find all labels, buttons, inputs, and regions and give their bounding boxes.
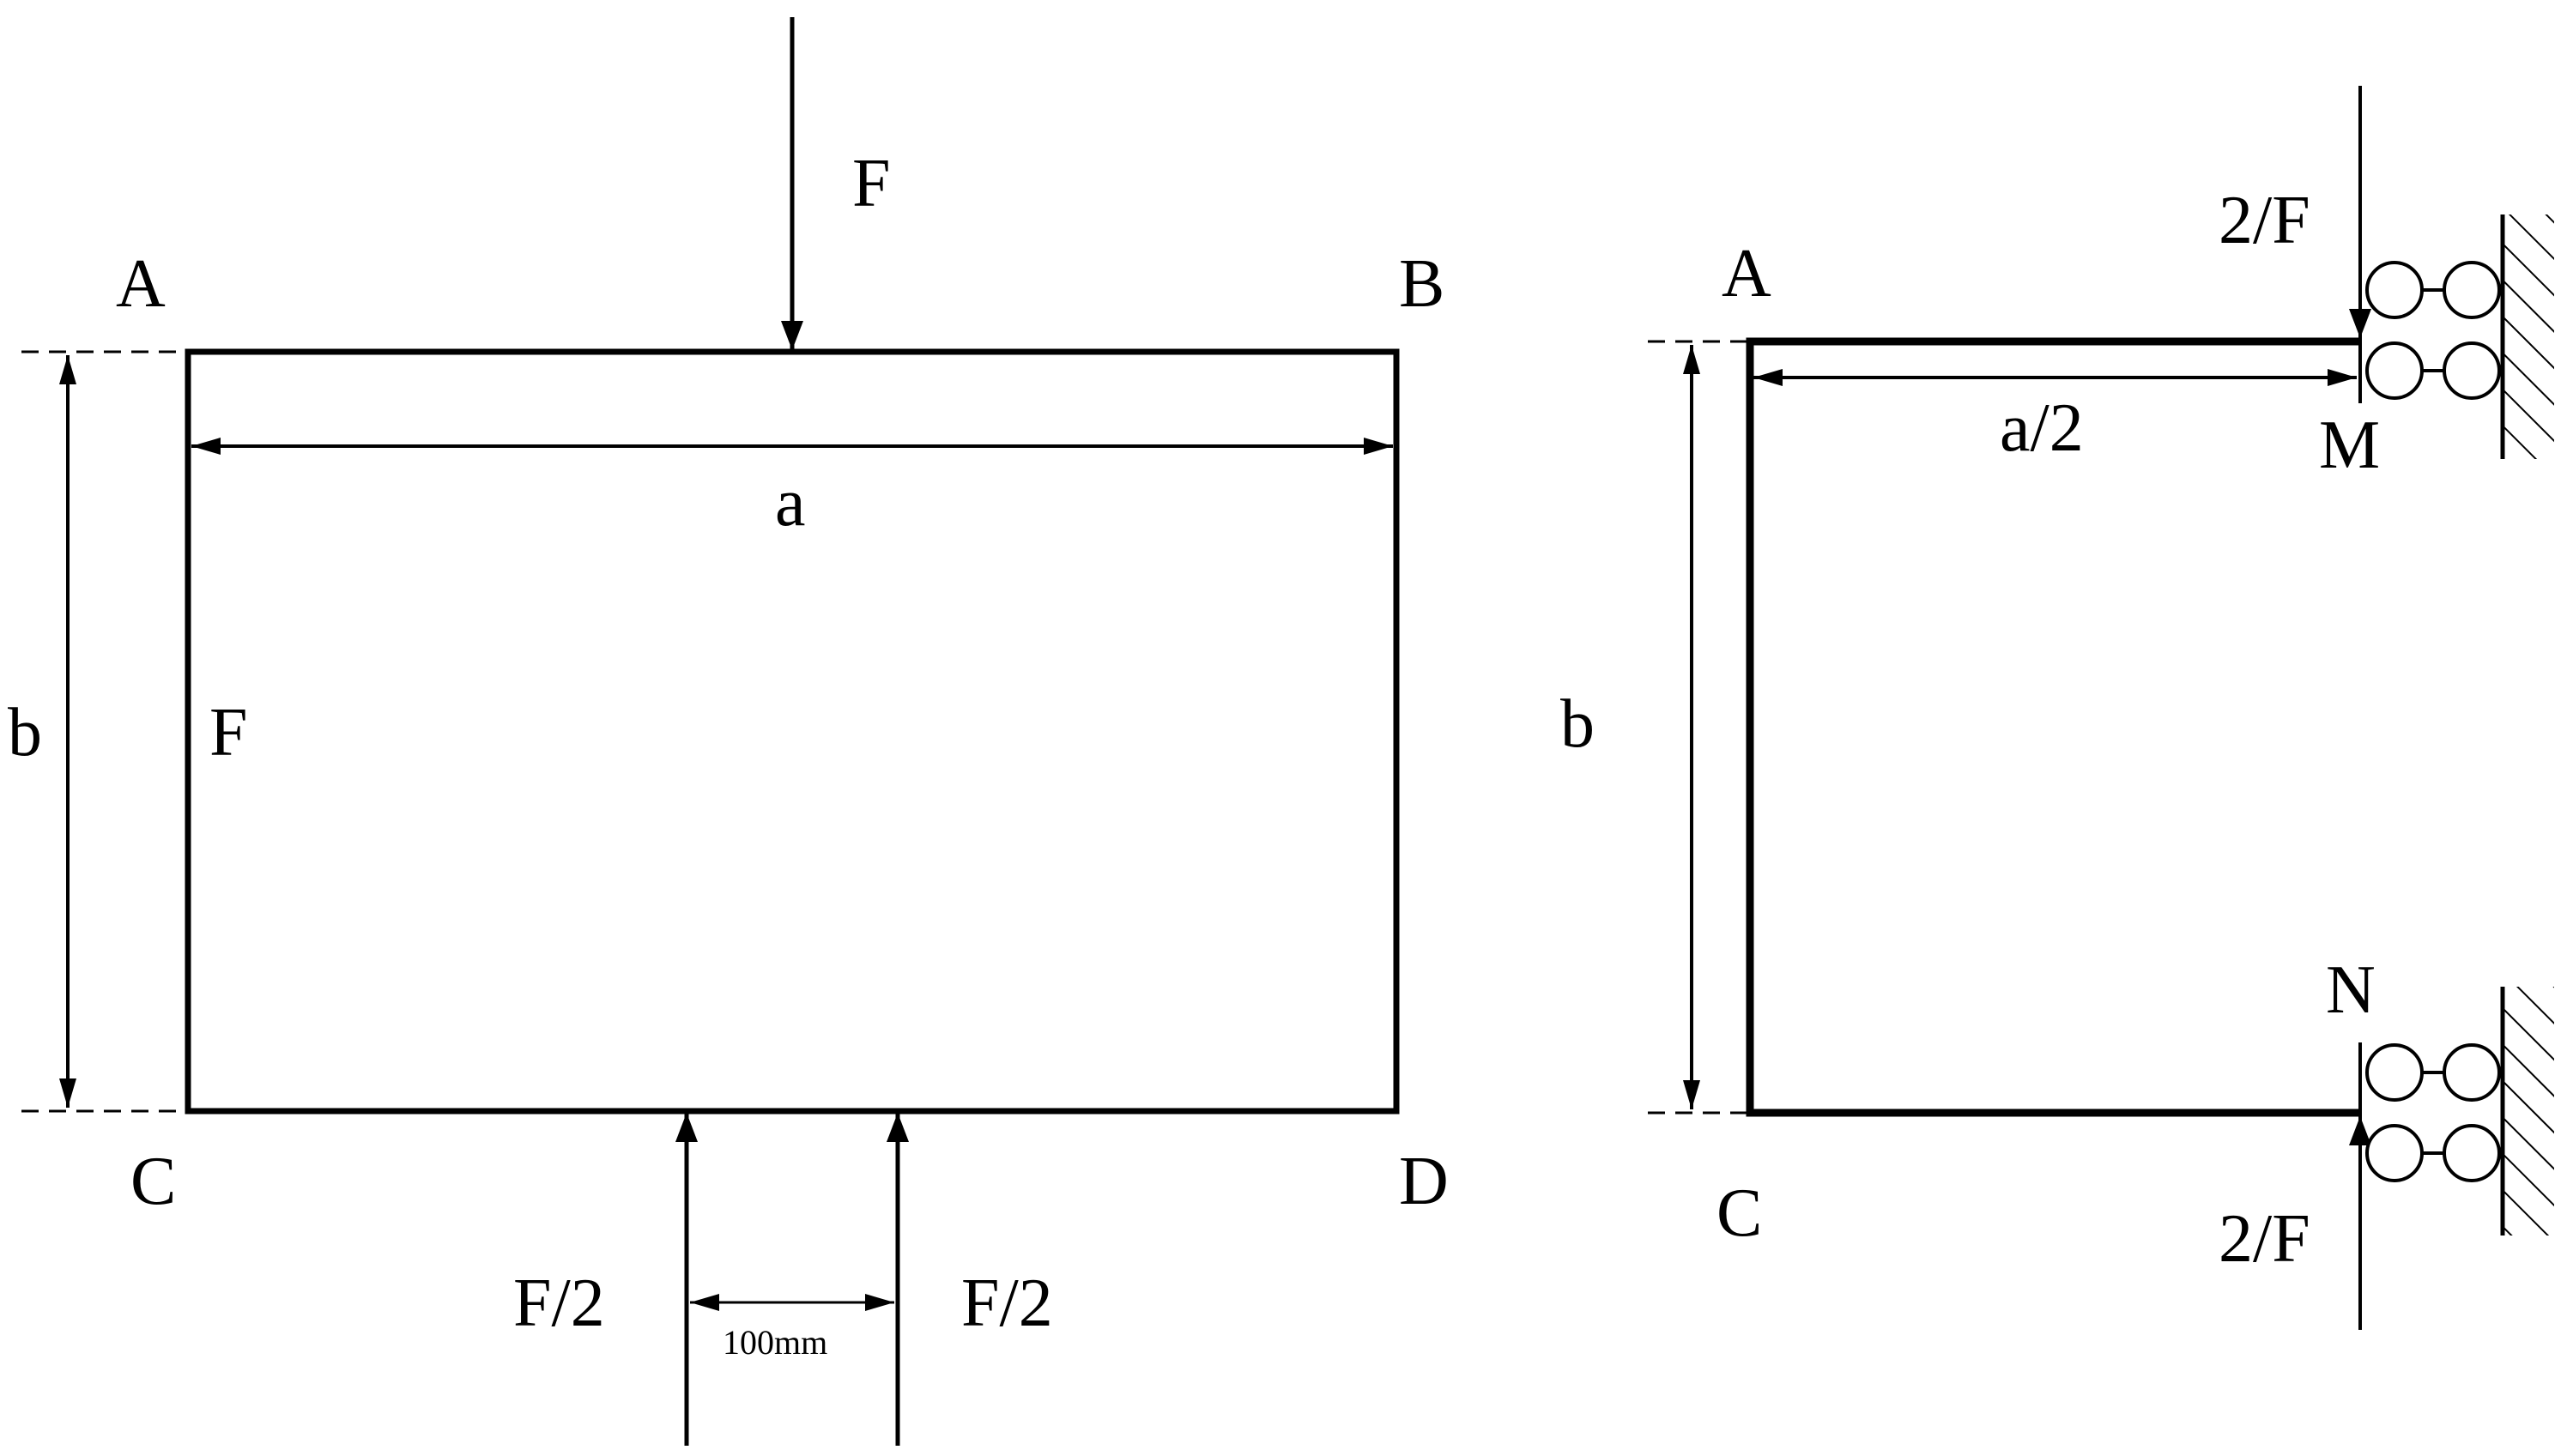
roller-support-top [2365, 214, 2554, 459]
right-corner-a-label: A [1722, 236, 1771, 311]
support-n-label: N [2326, 952, 2376, 1028]
top-force-label: F [852, 146, 891, 221]
roller-support-bottom [2365, 987, 2554, 1235]
spacing-label: 100mm [723, 1323, 827, 1362]
left-corner-b-label: B [1399, 246, 1444, 322]
top-force-2f-label: 2/F [2219, 183, 2310, 258]
dimension-half-a-label: a/2 [2000, 390, 2084, 466]
right-figure: A C a/2 b M N 2/F 2/F [1560, 86, 2554, 1330]
dimension-b-label: b [8, 695, 42, 770]
left-corner-c-label: C [130, 1144, 176, 1219]
bottom-right-force-label: F/2 [961, 1266, 1053, 1341]
bottom-force-2f-label: 2/F [2219, 1201, 2310, 1277]
bottom-left-force-label: F/2 [513, 1266, 605, 1341]
plate-rectangle [185, 348, 1400, 1115]
side-force-label: F [209, 695, 248, 770]
dimension-a-label: a [775, 465, 806, 541]
support-m-label: M [2319, 408, 2380, 483]
left-corner-d-label: D [1399, 1144, 1449, 1219]
half-frame [1746, 337, 2360, 1117]
left-corner-a-label: A [116, 246, 166, 322]
right-corner-c-label: C [1716, 1175, 1762, 1251]
left-figure: A B C D F a b F F/2 F/2 100mm [8, 17, 1449, 1446]
right-dimension-b-label: b [1560, 686, 1595, 762]
